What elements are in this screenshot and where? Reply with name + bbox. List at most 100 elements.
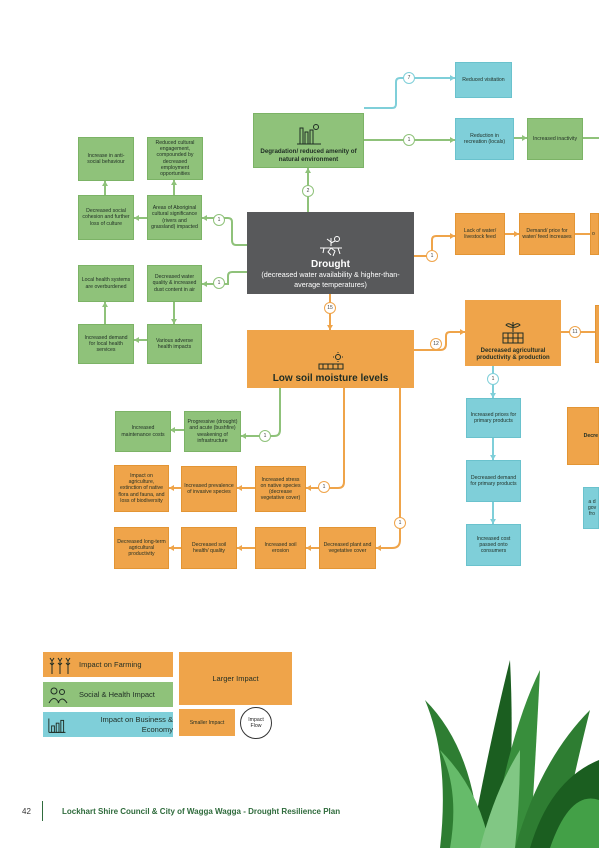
nature-icon (296, 124, 321, 145)
flow-number-label: 1 (217, 280, 221, 286)
flow-number-label: 1 (322, 484, 326, 490)
plant-soil-icon (502, 321, 524, 344)
flow-number: 1 (318, 481, 330, 493)
box-partial-right: o (590, 213, 599, 255)
flow-number-label: 11 (572, 329, 578, 335)
legend-label: Impact on Business & Economy (100, 714, 173, 734)
flow-number: 1 (403, 134, 415, 146)
box-label: Increased prevalence of invasive species (184, 482, 234, 495)
box-increased-prices: Increased prices for primary products (466, 398, 521, 438)
legend-larger-impact: Larger Impact (179, 652, 292, 705)
legend-label: Social & Health Impact (79, 690, 155, 699)
box-label: Increased soil erosion (264, 541, 297, 554)
dry-soil-icon (318, 352, 343, 370)
box-label: Increased inactivity (532, 135, 578, 142)
box-drought: Drought (decreased water availability & … (247, 212, 414, 294)
page-number: 42 (22, 807, 31, 816)
flow-number-label: 1 (430, 253, 434, 259)
flow-line (202, 271, 247, 285)
flow-number: 1 (213, 277, 225, 289)
box-label: Progressive (drought) and acute (bushfir… (187, 419, 238, 444)
box-label: Decreased demand for primary products (470, 474, 517, 487)
box-label: Increased cost passed onto consumers (476, 535, 511, 555)
wheat-icon (49, 657, 71, 674)
box-reduced-cultural: Reduced cultural engagement, compounded … (147, 137, 203, 180)
box-degradation: Degradation/ reduced amenity of natural … (253, 113, 364, 168)
box-label: Impact on agriculture, extinction of nat… (118, 472, 165, 504)
drought-subtitle: (decreased water availability & higher-t… (261, 270, 400, 289)
box-label: Decreased soil health/ quality (191, 541, 227, 554)
box-adverse-health: Various adverse health impacts (147, 324, 202, 364)
box-label: Increased maintenance costs (121, 425, 165, 438)
flow-number-label: 2 (306, 188, 310, 194)
box-label: Increase in anti-social behaviour (87, 152, 125, 165)
grass-decoration (425, 660, 599, 848)
box-increased-erosion: Increased soil erosion (255, 527, 306, 569)
legend-label: Larger Impact (212, 674, 259, 683)
legend-label: Smaller Impact (189, 719, 225, 726)
box-decreased-social-cohesion: Decreased social cohesion and further lo… (78, 195, 134, 240)
box-label: Reduced visitation (462, 76, 505, 83)
box-label: o (592, 230, 595, 237)
legend-impact-flow: Impact Flow (240, 707, 272, 739)
flow-number: 1 (487, 373, 499, 385)
flow-number-label: 1 (407, 137, 411, 143)
footer-title: Lockhart Shire Council & City of Wagga W… (62, 807, 341, 816)
box-increased-inactivity: Increased inactivity (527, 118, 583, 160)
flow-number-label: 7 (407, 75, 411, 81)
box-demand-price: Demand/ price for water/ feed increases (519, 213, 575, 255)
box-label: Areas of Aboriginal cultural significanc… (151, 205, 198, 230)
box-decreased-longterm: Decreased long-term agricultural product… (114, 527, 169, 569)
flow-line (364, 77, 455, 109)
flow-number: 7 (403, 72, 415, 84)
box-label: Reduction in recreation (locals) (463, 132, 506, 145)
legend-business: Impact on Business & Economy (43, 712, 173, 737)
box-partial-decre: Decre (567, 407, 599, 465)
flow-number-label: 1 (491, 376, 495, 382)
box-label: Lack of water/ livestock feed (463, 227, 497, 240)
legend-label: Impact Flow (248, 717, 264, 729)
box-decreased-soil-health: Decreased soil health/ quality (181, 527, 237, 569)
box-label: Decreased plant and vegetative cover (323, 541, 372, 554)
legend-farming: Impact on Farming (43, 652, 173, 677)
box-increased-demand-health: Increased demand for local health servic… (78, 324, 134, 364)
footer-divider (42, 801, 43, 821)
legend-label: Impact on Farming (79, 660, 142, 669)
box-decreased-demand-primary: Decreased demand for primary products (466, 460, 521, 502)
box-increased-invasive: Increased prevalence of invasive species (181, 466, 237, 512)
flow-number-label: 15 (327, 305, 333, 311)
box-label: Increased stress on native species (decr… (260, 476, 301, 502)
cracked-ground-icon (319, 236, 342, 257)
box-areas-aboriginal: Areas of Aboriginal cultural significanc… (147, 195, 202, 240)
box-increase-antisocial: Increase in anti-social behaviour (78, 137, 134, 181)
flow-line (306, 388, 345, 489)
box-decreased-water-quality: Decreased water quality & increased dust… (147, 265, 202, 302)
box-local-health: Local health systems are overburdened (78, 265, 134, 302)
flow-number: 1 (213, 214, 225, 226)
people-icon (48, 687, 68, 703)
box-decreased-agricultural: Decreased agricultural productivity & pr… (465, 300, 561, 366)
bar-chart-icon (48, 718, 66, 733)
low-soil-title: Low soil moisture levels (272, 373, 389, 384)
drought-title: Drought (311, 259, 350, 271)
flow-number: 12 (430, 338, 442, 350)
flow-number: 1 (394, 517, 406, 529)
box-label: Decreased water quality & increased dust… (152, 274, 197, 293)
box-low-soil-moisture: Low soil moisture levels (247, 330, 414, 388)
box-increased-stress: Increased stress on native species (decr… (255, 466, 306, 512)
flow-number-label: 1 (217, 217, 221, 223)
flow-line (376, 388, 401, 549)
flow-number-label: 1 (398, 520, 402, 526)
box-reduced-visitation: Reduced visitation (455, 62, 512, 98)
flow-number: 1 (426, 250, 438, 262)
flow-number: 1 (259, 430, 271, 442)
box-decreased-plant: Decreased plant and vegetative cover (319, 527, 376, 569)
box-label: Degradation/ reduced amenity of natural … (260, 148, 357, 163)
box-label: Demand/ price for water/ feed increases (522, 227, 572, 240)
box-reduction-recreation: Reduction in recreation (locals) (455, 118, 514, 160)
flow-line (414, 331, 465, 351)
flow-number-label: 12 (433, 341, 439, 347)
box-impact-agriculture: Impact on agriculture, extinction of nat… (114, 465, 169, 512)
box-label: Decreased agricultural productivity & pr… (476, 347, 550, 361)
